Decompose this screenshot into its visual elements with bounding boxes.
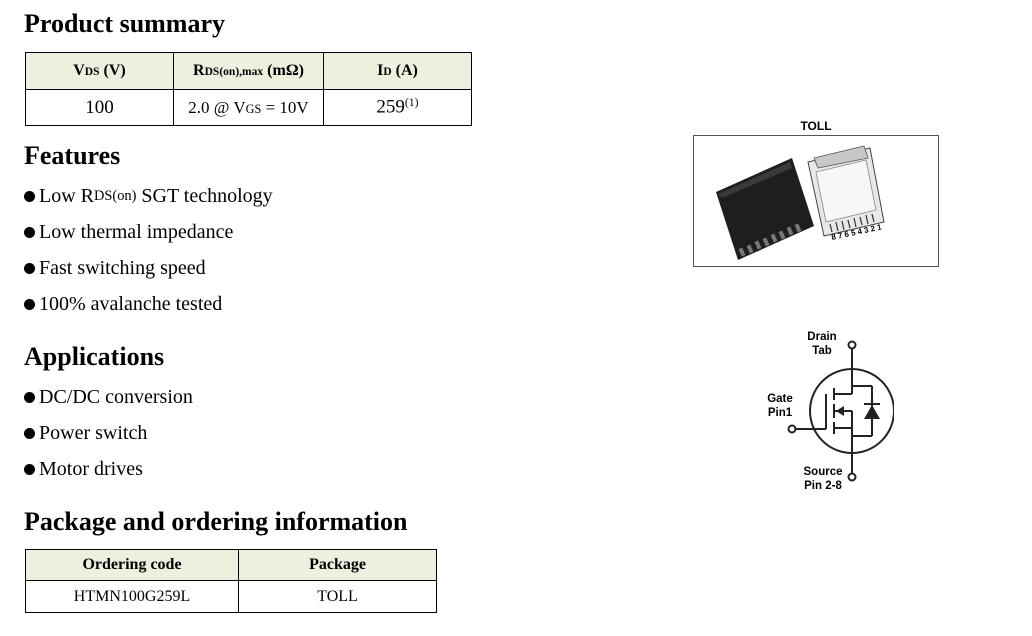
header-vds: VDS (V) xyxy=(25,52,174,90)
features-title: Features xyxy=(24,141,121,170)
package-figure-title: TOLL xyxy=(800,119,832,133)
header-package: Package xyxy=(238,549,437,581)
package-figure: 8 7 6 5 4 3 2 1 xyxy=(693,135,939,267)
header-ordering-code: Ordering code xyxy=(25,549,239,581)
product-summary-table: VDS (V) RDS(on),max (mΩ) ID (A) 100 2.0 … xyxy=(25,52,472,126)
value-rds: 2.0 @ VGS = 10V xyxy=(173,89,324,126)
bullet-icon xyxy=(24,391,35,403)
value-id: 259(1) xyxy=(323,89,472,126)
value-package: TOLL xyxy=(238,580,437,613)
applications-title: Applications xyxy=(24,342,165,371)
applications-list: DC/DC conversion Power switch Motor driv… xyxy=(22,379,193,487)
list-item: Low thermal impedance xyxy=(22,214,273,250)
mosfet-symbol xyxy=(787,340,894,482)
list-item: Motor drives xyxy=(22,451,193,487)
bullet-icon xyxy=(24,262,35,274)
header-id: ID (A) xyxy=(323,52,472,90)
bullet-icon xyxy=(24,298,35,310)
list-item: Power switch xyxy=(22,415,193,451)
bullet-icon xyxy=(24,226,35,238)
product-summary-title: Product summary xyxy=(24,9,226,38)
bullet-icon xyxy=(24,463,35,475)
value-vds: 100 xyxy=(25,89,174,126)
channel-arrow-icon xyxy=(836,406,844,416)
ordering-title: Package and ordering information xyxy=(24,507,408,536)
ordering-table: Ordering code Package HTMN100G259L TOLL xyxy=(25,549,437,613)
diode-icon xyxy=(864,405,880,419)
package-illustration: 8 7 6 5 4 3 2 1 xyxy=(716,145,885,260)
bullet-icon xyxy=(24,427,35,439)
list-item: 100% avalanche tested xyxy=(22,286,273,322)
header-rds: RDS(on),max (mΩ) xyxy=(173,52,324,90)
value-ordering-code: HTMN100G259L xyxy=(25,580,239,613)
bullet-icon xyxy=(24,190,35,202)
list-item: DC/DC conversion xyxy=(22,379,193,415)
list-item: Fast switching speed xyxy=(22,250,273,286)
